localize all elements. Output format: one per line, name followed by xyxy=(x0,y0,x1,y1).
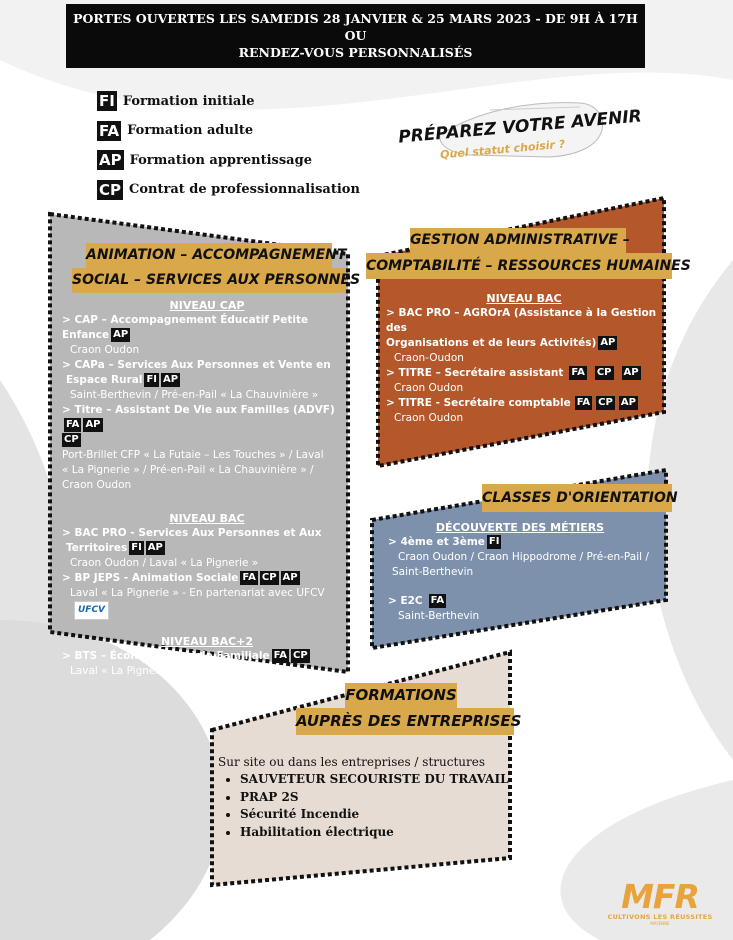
badge-ap: AP xyxy=(111,328,131,342)
entreprises-content: Sur site ou dans les entreprises / struc… xyxy=(218,755,509,841)
badge-fa: FA xyxy=(428,594,447,608)
legend-label: Formation adulte xyxy=(127,123,254,138)
location-text: Craon Oudon xyxy=(62,479,132,491)
legend-row-fa: FA Formation adulte xyxy=(97,120,360,142)
location-text: Saint-Berthevin / Pré-en-Pail « La Chauv… xyxy=(70,389,319,401)
list-item: Sécurité Incendie xyxy=(240,806,509,824)
location-text: Laval « La Pignerie » xyxy=(70,665,179,677)
badge-cp: CP xyxy=(594,366,614,380)
badge-ap: AP xyxy=(83,418,103,432)
level-heading: DÉCOUVERTE DES MÉTIERS xyxy=(435,521,605,534)
location-text: Craon-Oudon xyxy=(394,352,464,364)
list-item: > CAPa – Services Aux Personnes et Vente… xyxy=(62,359,331,371)
list-item: > CAP – Accompagnement Éducatif Petite E… xyxy=(62,314,309,342)
location-text: Craon Oudon xyxy=(70,344,140,356)
badge-cp: CP xyxy=(62,433,81,447)
location-text: Port-Brillet CFP « La Futaie – Les Touch… xyxy=(62,449,324,461)
badge-ap: AP xyxy=(280,571,300,585)
logo-main: MFR xyxy=(621,877,700,916)
legend-label: Formation initiale xyxy=(122,93,255,109)
badge-cp: CP xyxy=(259,571,279,585)
list-item: PRAP 2S xyxy=(240,789,509,807)
gestion-title-1: GESTION ADMINISTRATIVE – xyxy=(410,228,630,253)
hand-illustration-icon xyxy=(439,102,604,158)
entreprises-list: SAUVETEUR SECOURISTE DU TRAVAIL PRAP 2S … xyxy=(218,771,509,841)
badge-fa: FA xyxy=(271,649,290,663)
list-item: > BAC PRO – AGROrA (Assistance à la Gest… xyxy=(386,307,657,334)
legend-label: Formation apprentissage xyxy=(129,152,312,168)
gestion-title-2: COMPTABILITÉ – RESSOURCES HUMAINES xyxy=(366,253,691,279)
badge-fi: FI xyxy=(129,541,144,555)
ufcv-logo: UFCV xyxy=(74,601,110,620)
level-heading: NIVEAU CAP xyxy=(169,299,245,312)
legend-code: CP xyxy=(97,179,124,200)
legend-code: AP xyxy=(97,150,124,170)
open-days-banner: PORTES OUVERTES LES SAMEDIS 28 JANVIER &… xyxy=(66,4,645,68)
badge-cp: CP xyxy=(596,396,615,410)
badge-ap: AP xyxy=(618,396,638,410)
entreprises-title-1: FORMATIONS xyxy=(345,683,457,708)
animation-title-2: SOCIAL – SERVICES AUX PERSONNES xyxy=(72,268,360,293)
animation-content: NIVEAU CAP > CAP – Accompagnement Éducat… xyxy=(62,298,352,679)
level-heading: NIVEAU BAC xyxy=(486,292,562,305)
list-item: SAUVETEUR SECOURISTE DU TRAVAIL xyxy=(240,771,509,789)
legend-label: Contrat de professionnalisation xyxy=(129,182,360,197)
level-heading: NIVEAU BAC+2 xyxy=(160,635,254,648)
legend-row-cp: CP Contrat de professionnalisation xyxy=(97,179,360,201)
mfr-logo: MFR CULTIVONS LES RÉUSSITES MAYENNE xyxy=(606,880,714,926)
legend-code: FI xyxy=(97,91,117,111)
location-text: « La Pignerie » / Pré-en-Pail « La Chauv… xyxy=(62,464,314,476)
badge-fa: FA xyxy=(240,571,258,585)
logo-sub2: MAYENNE xyxy=(650,921,670,926)
badge-ap: AP xyxy=(161,373,181,387)
animation-title-1: ANIMATION – ACCOMPAGNEMENT xyxy=(86,243,346,268)
level-heading: NIVEAU BAC xyxy=(169,512,245,525)
badge-ap: AP xyxy=(621,366,641,380)
legend-code: FA xyxy=(97,120,122,141)
banner-line-3: RENDEZ-VOUS PERSONNALISÉS xyxy=(238,45,473,60)
list-item: > Titre – Assistant De Vie aux Familles … xyxy=(62,404,335,432)
gestion-content: NIVEAU BAC > BAC PRO – AGROrA (Assistanc… xyxy=(386,291,662,426)
badge-cp: CP xyxy=(291,649,310,663)
location-text: Saint-Berthevin xyxy=(392,566,474,578)
location-text: Craon Oudon xyxy=(394,412,464,424)
legend-row-ap: AP Formation apprentissage xyxy=(97,149,360,171)
logo-sub: CULTIVONS LES RÉUSSITES xyxy=(607,913,713,921)
badge-ap: AP xyxy=(145,541,165,555)
list-item: Organisations et de leurs Activités)AP xyxy=(386,336,618,350)
location-text: Craon Oudon / Craon Hippodrome / Pré-en-… xyxy=(398,551,649,563)
location-text: Laval « La Pignerie » - En partenariat a… xyxy=(62,586,352,620)
badge-row: CP xyxy=(62,433,352,448)
entreprises-title-2: AUPRÈS DES ENTREPRISES xyxy=(296,708,521,735)
badge-fa: FA xyxy=(574,396,593,410)
badge-ap: AP xyxy=(598,336,618,350)
banner-line-1: PORTES OUVERTES LES SAMEDIS 28 JANVIER &… xyxy=(73,11,638,26)
legend: FI Formation initiale FA Formation adult… xyxy=(97,90,360,208)
badge-fa: FA xyxy=(64,418,82,432)
badge-fi: FI xyxy=(486,535,502,549)
location-text: Craon Oudon / Laval « La Pignerie » xyxy=(70,557,259,569)
badge-fa: FA xyxy=(569,366,587,380)
entreprises-intro: Sur site ou dans les entreprises / struc… xyxy=(218,755,485,769)
legend-row-fi: FI Formation initiale xyxy=(97,90,360,112)
list-item: > BAC PRO - Services Aux Personnes et Au… xyxy=(62,527,322,539)
banner-line-2: OU xyxy=(344,28,367,43)
orientation-title: CLASSES D'ORIENTATION xyxy=(482,484,678,512)
location-text: Craon Oudon xyxy=(394,382,464,394)
location-text: Saint-Berthevin xyxy=(398,610,480,622)
badge-fi: FI xyxy=(144,373,160,387)
list-item: Habilitation électrique xyxy=(240,824,509,842)
